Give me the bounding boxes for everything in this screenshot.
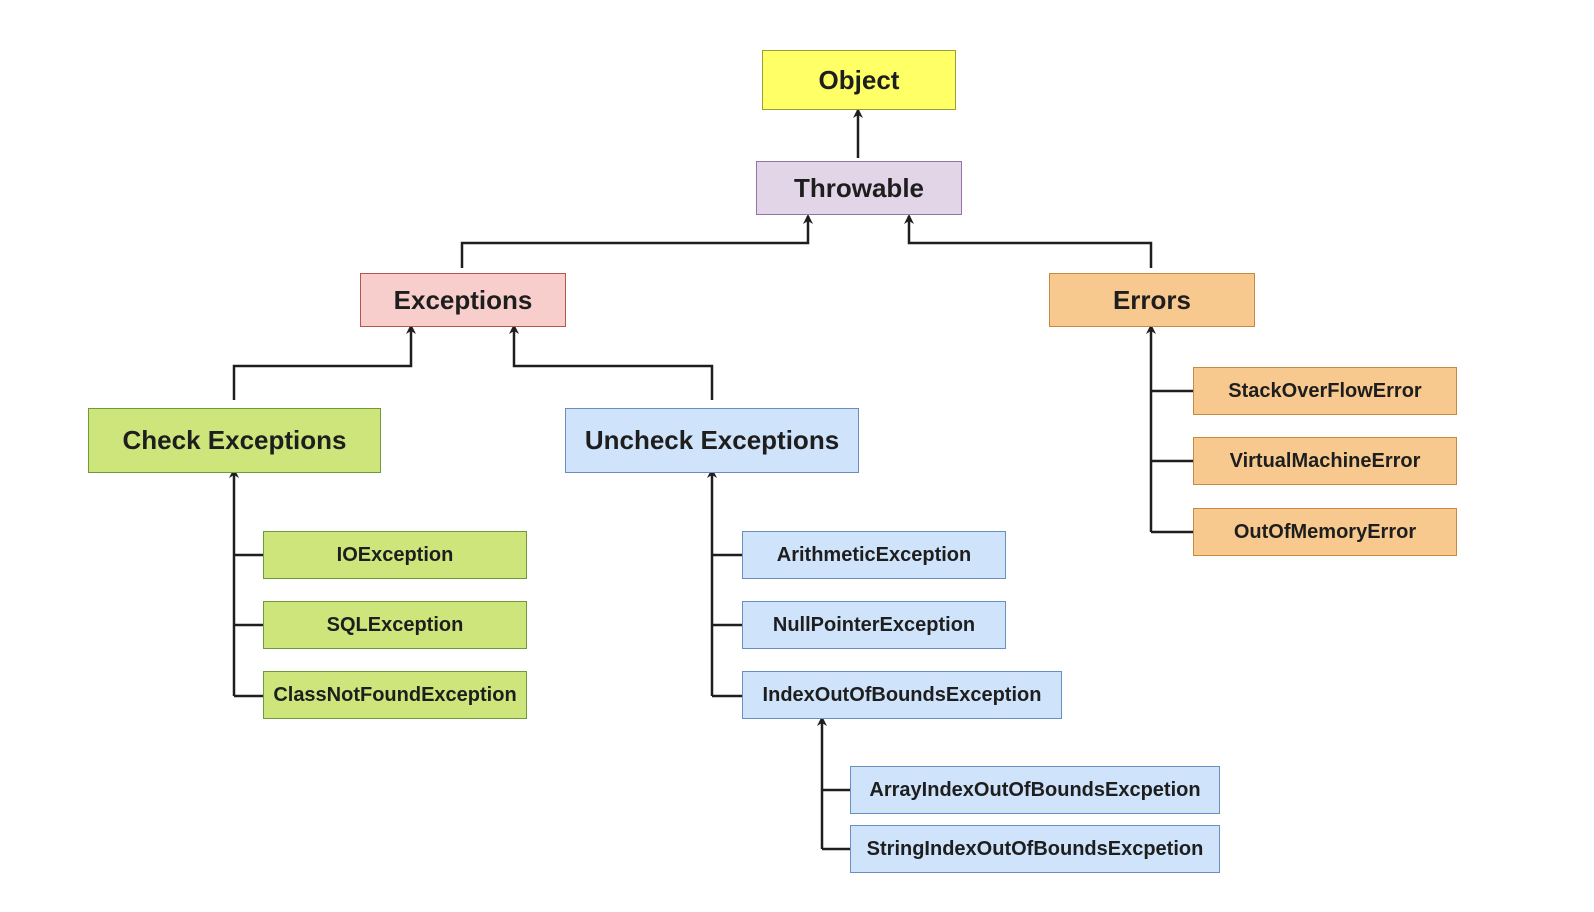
connector-uncheck-exceptions: [509, 324, 714, 400]
connector-check-exceptions: [232, 324, 416, 400]
node-outofmemoryerror: OutOfMemoryError: [1193, 508, 1457, 556]
node-throwable: Throwable: [756, 161, 962, 215]
node-object: Object: [762, 50, 956, 110]
node-stackoverflowerror: StackOverFlowError: [1193, 367, 1457, 415]
node-check-exceptions: Check Exceptions: [88, 408, 381, 473]
node-arithmeticexception: ArithmeticException: [742, 531, 1006, 579]
node-stringindexoutofbounds: StringIndexOutOfBoundsExcpetion: [850, 825, 1220, 873]
node-ioexception: IOException: [263, 531, 527, 579]
node-arrayindexoutofbounds: ArrayIndexOutOfBoundsExcpetion: [850, 766, 1220, 814]
node-classnotfoundexception: ClassNotFoundException: [263, 671, 527, 719]
connector-exceptions-throwable: [460, 214, 813, 268]
node-uncheck-exceptions: Uncheck Exceptions: [565, 408, 859, 473]
node-virtualmachineerror: VirtualMachineError: [1193, 437, 1457, 485]
node-nullpointerexception: NullPointerException: [742, 601, 1006, 649]
node-errors: Errors: [1049, 273, 1255, 327]
connector-errors-throwable: [904, 214, 1153, 268]
node-indexoutofboundsexception: IndexOutOfBoundsException: [742, 671, 1062, 719]
node-exceptions: Exceptions: [360, 273, 566, 327]
node-sqlexception: SQLException: [263, 601, 527, 649]
